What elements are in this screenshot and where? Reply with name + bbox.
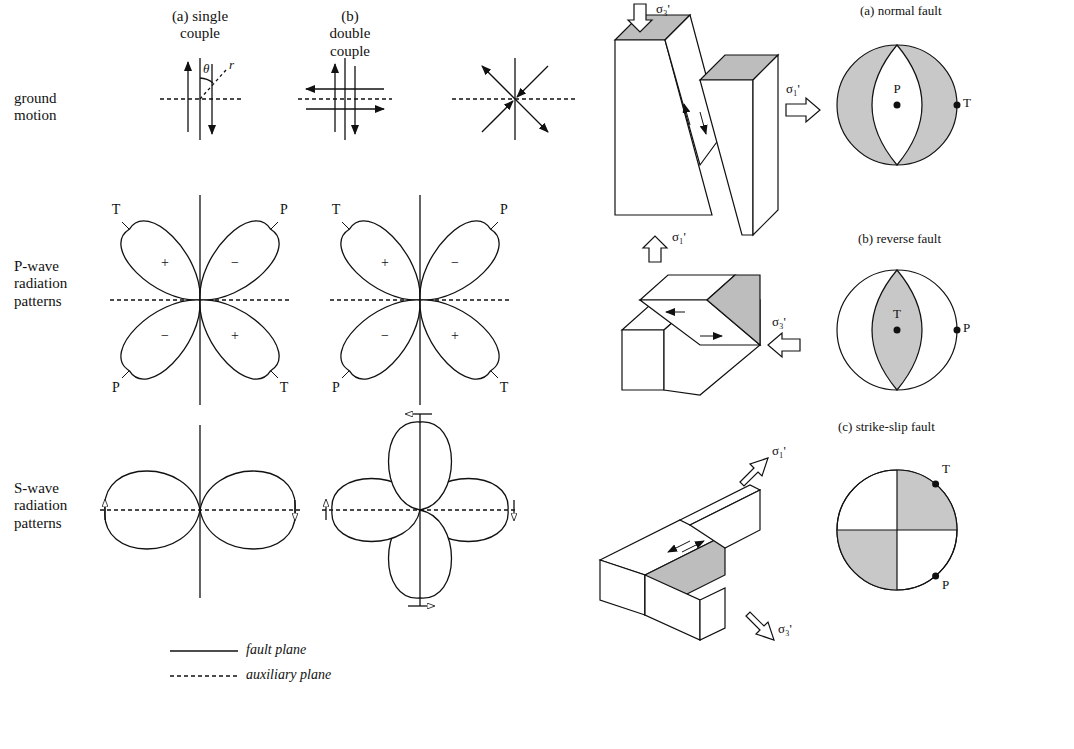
stress-label: σ₁'	[672, 230, 686, 245]
column-heading: (b) double couple	[319, 8, 381, 60]
axis-label: P	[280, 202, 288, 218]
polarity-sign: +	[161, 255, 169, 271]
legend-text: auxiliary plane	[246, 667, 331, 683]
angle-label: θ	[203, 62, 209, 77]
row-heading: P-wave radiation patterns	[14, 258, 89, 310]
axis-label: P	[500, 202, 508, 218]
axis-label: P	[963, 321, 970, 336]
polarity-sign: −	[451, 255, 459, 271]
axis-label: P	[112, 380, 120, 396]
panel-title: (c) strike-slip fault	[838, 420, 935, 435]
polarity-sign: +	[231, 328, 239, 344]
polarity-sign: +	[451, 328, 459, 344]
stress-label: σ₁'	[786, 82, 800, 97]
polarity-sign: −	[161, 328, 169, 344]
panel-title: (b) reverse fault	[858, 232, 941, 247]
axis-label: T	[332, 202, 341, 218]
stress-label: σ₃'	[778, 622, 792, 637]
stress-label: σ₃'	[772, 315, 786, 330]
row-heading: ground motion	[14, 90, 84, 125]
panel-title: (a) normal fault	[860, 4, 942, 19]
polarity-sign: −	[231, 255, 239, 271]
legend-text: fault plane	[246, 642, 306, 658]
axis-label: T	[942, 462, 950, 477]
column-heading: (a) single couple	[169, 8, 231, 43]
axis-label: P	[893, 82, 900, 97]
distance-label: r	[229, 58, 234, 73]
polarity-sign: −	[381, 328, 389, 344]
axis-label: T	[963, 96, 971, 111]
stress-label: σ₁'	[772, 444, 786, 459]
axis-label: P	[332, 380, 340, 396]
axis-label: T	[280, 380, 289, 396]
axis-label: T	[112, 202, 121, 218]
axis-label: T	[893, 307, 901, 322]
axis-label: T	[500, 380, 509, 396]
stress-label: σ₃'	[656, 2, 670, 17]
polarity-sign: +	[381, 255, 389, 271]
row-heading: S-wave radiation patterns	[14, 480, 89, 532]
axis-label: P	[942, 578, 949, 593]
